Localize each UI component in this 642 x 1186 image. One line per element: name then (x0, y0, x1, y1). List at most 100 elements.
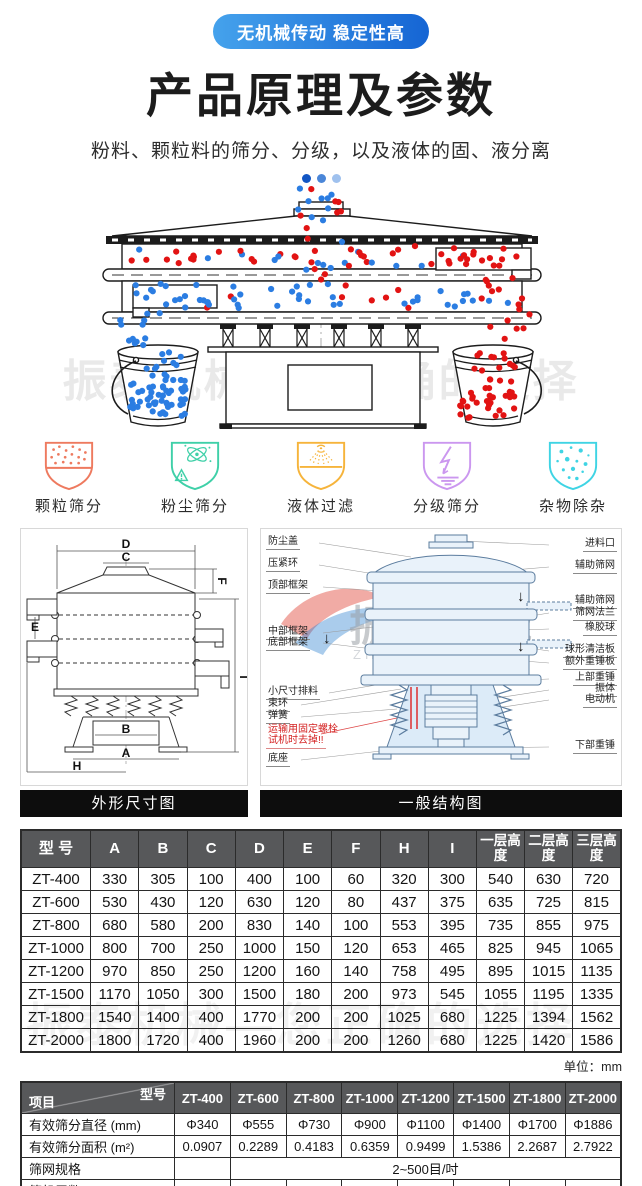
unit-label: 单位：mm (563, 1060, 622, 1074)
value-cell: 1960 (234, 1028, 285, 1053)
dim-B: B (122, 722, 131, 736)
feature-label: 液体过滤 (286, 498, 355, 515)
value-cell: 1055 (476, 982, 525, 1006)
feature-icons-row: 颗粒筛分 粉尘筛分 (0, 438, 642, 516)
model-cell: ZT-1000 (20, 936, 91, 960)
table2-model-header-0: ZT-400 (174, 1081, 231, 1114)
value-cell: 495 (427, 959, 478, 983)
table1-header-11: 三层高度 (572, 829, 622, 868)
model-cell: ZT-2000 (20, 1028, 91, 1053)
value-cell: 530 (89, 890, 140, 914)
value-cell: 100 (186, 867, 236, 891)
svg-text:↓: ↓ (323, 630, 331, 647)
value-cell: 1~3 (508, 1179, 566, 1186)
table1-header-5: E (282, 829, 333, 868)
value-cell: 305 (138, 867, 188, 891)
value-cell: 0.0907 (174, 1135, 231, 1158)
value-cell: 140 (331, 959, 381, 983)
table1-header-7: H (379, 829, 429, 868)
value-cell: 0.2289 (229, 1135, 287, 1158)
working-principle-illustration: 振泰机械—您正确的选择 (63, 185, 577, 429)
model-cell: ZT-1200 (20, 959, 91, 983)
label-upper-weight: 上部重锤 (573, 672, 617, 686)
label-extra-weight-plate: 额外重锤板 (563, 656, 617, 670)
page-header: 无机械传动 稳定性高 产品原理及参数 粉料、颗粒料的筛分、分级，以及液体的固、液… (0, 0, 642, 183)
model-cell: ZT-400 (20, 867, 91, 891)
value-cell: 1195 (524, 982, 573, 1006)
label-top-frame: 顶部框架 (266, 580, 310, 594)
value-cell: 653 (379, 936, 429, 960)
value-cell: 1~5 (341, 1179, 399, 1186)
label-remove-when-test: 试机时去掉!! (266, 735, 326, 749)
value-cell: Φ900 (341, 1113, 399, 1136)
dimension-drawing-caption: 外形尺寸图 (20, 790, 248, 817)
table1-header-3: C (186, 829, 236, 868)
material-particles (117, 185, 533, 421)
value-cell: 1260 (379, 1028, 429, 1053)
corner-cell: 型号项目 (20, 1081, 175, 1114)
svg-text:↓: ↓ (517, 588, 525, 605)
value-cell: 1~5 (397, 1179, 455, 1186)
value-cell: 200 (186, 913, 236, 937)
value-cell: 400 (186, 1005, 236, 1029)
value-cell: 1~5 (453, 1179, 510, 1186)
springs (388, 684, 514, 736)
table1-header-2: B (138, 829, 188, 868)
table1-header-9: 一层高度 (476, 829, 525, 868)
label-束-ring: 束环 (266, 698, 290, 712)
value-cell: 150 (282, 936, 333, 960)
value-cell: Φ340 (174, 1113, 231, 1136)
value-cell: 100 (331, 913, 381, 937)
value-cell: 0.4183 (285, 1135, 343, 1158)
value-cell: 945 (524, 936, 573, 960)
liquid-filter-icon (296, 441, 346, 491)
model-cell: ZT-1500 (20, 982, 91, 1006)
value-cell: 895 (476, 959, 525, 983)
table1-header-10: 二层高度 (524, 829, 573, 868)
row-label-cell: 筛网规格 (20, 1157, 175, 1180)
row-label-cell: 有效筛分直径 (mm) (20, 1113, 175, 1136)
corner-model-label: 型号 (139, 1087, 166, 1102)
table2-model-header-3: ZT-1000 (341, 1081, 399, 1114)
dim-E: E (31, 620, 39, 634)
value-cell: 825 (476, 936, 525, 960)
value-cell: 970 (89, 959, 140, 983)
label-small-discharge: 小尺寸排料 (266, 686, 320, 700)
span-value-cell: 2~500目/吋 (229, 1157, 622, 1180)
springs (63, 695, 184, 717)
value-cell: 1420 (524, 1028, 573, 1053)
value-cell: 330 (89, 867, 140, 891)
value-cell: 545 (427, 982, 478, 1006)
value-cell: 758 (379, 959, 429, 983)
structure-drawing-caption: 一般结构图 (260, 790, 622, 817)
dim-A: A (122, 746, 131, 760)
page-subtitle: 粉料、颗粒料的筛分、分级，以及液体的固、液分离 (90, 141, 551, 162)
value-cell: 160 (282, 959, 333, 983)
feature-grading-sieving: 分级筛分 (402, 438, 492, 516)
structure-drawing-panel: 振泰机械 ZHENTAIJIXIE (260, 528, 622, 817)
value-cell: 580 (138, 913, 188, 937)
value-cell: 465 (427, 936, 478, 960)
label-aux-screen-2: 辅助筛网 (573, 595, 617, 609)
value-cell: 0.6359 (341, 1135, 399, 1158)
springs (220, 324, 421, 348)
table1-header-4: D (234, 829, 285, 868)
value-cell: 2.2687 (508, 1135, 566, 1158)
value-cell: 850 (138, 959, 188, 983)
value-cell: 1~5 (229, 1179, 287, 1186)
feature-label: 粉尘筛分 (160, 498, 229, 515)
value-cell: 1394 (524, 1005, 573, 1029)
value-cell: 80 (331, 890, 381, 914)
label-bottom-frame: 底部框架 (266, 637, 310, 651)
value-cell: 635 (476, 890, 525, 914)
value-cell: 200 (331, 1028, 381, 1053)
value-cell: 120 (282, 890, 333, 914)
row-label-cell: 筛机层数 (20, 1179, 175, 1186)
value-cell: Φ1400 (453, 1113, 510, 1136)
label-ball-clean-plate: 球形清洁板 (563, 644, 617, 658)
